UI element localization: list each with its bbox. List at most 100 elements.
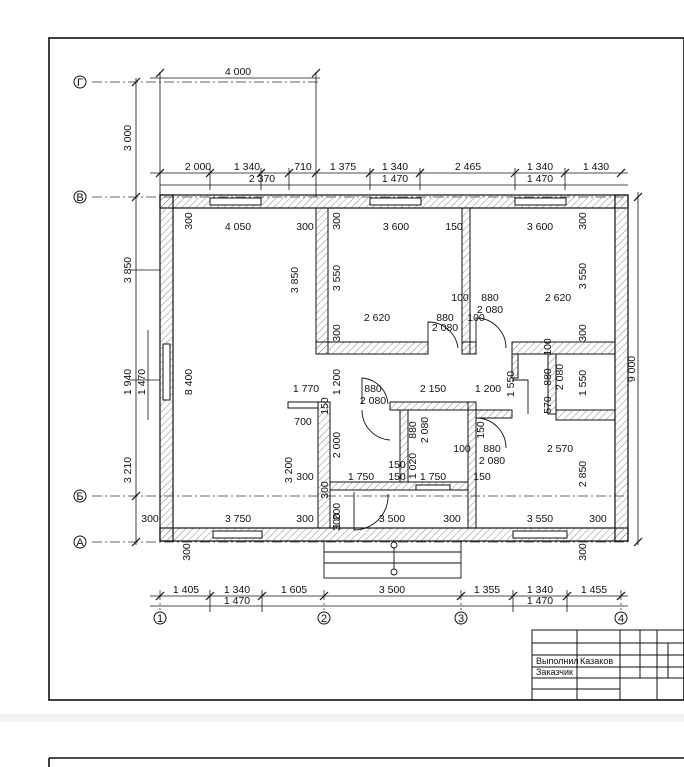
dim-label: 1 470: [527, 595, 553, 607]
dim-label: 9 000: [626, 356, 638, 382]
dim-label: 2 000: [185, 161, 211, 173]
dim-label: 1 470: [136, 369, 148, 395]
axis-label: 4: [618, 613, 624, 625]
dim-label: 300: [331, 212, 343, 230]
axis-label: 1: [157, 613, 163, 625]
dim-label: 880: [407, 421, 419, 439]
dim-label: 1 375: [330, 161, 356, 173]
dim-label: 2 080: [554, 364, 566, 390]
dim-label: 1 405: [173, 584, 199, 596]
dim-label: 100: [451, 292, 469, 304]
dim-label: 3 210: [122, 457, 134, 483]
dim-label: 880: [481, 292, 499, 304]
dim-label: 880: [542, 368, 554, 386]
dim-label: 2 370: [249, 173, 275, 185]
dim-label: 2 150: [420, 383, 446, 395]
axis-label: 2: [321, 613, 327, 625]
dim-label: 150: [388, 459, 406, 471]
drawing-sheet: [0, 0, 684, 714]
dim-label: 300: [296, 221, 314, 233]
axis-label: В: [76, 192, 83, 204]
title-block: [531, 629, 684, 701]
dimension-labels: 4 000 3 000 2 000 1 340 710 2 370 1 375 …: [122, 66, 638, 607]
outer-wall-right: [614, 194, 629, 542]
windows: [162, 197, 568, 539]
dim-label: 1 470: [224, 595, 250, 607]
axis-label: Г: [77, 77, 83, 89]
dim-label: 1 750: [420, 471, 446, 483]
dim-label: 2 080: [477, 304, 503, 316]
dimension-lines: [130, 72, 639, 612]
dim-label: 3 600: [383, 221, 409, 233]
dim-label: 880: [483, 443, 501, 455]
dim-label: 300: [181, 543, 193, 561]
dim-label: 300: [141, 513, 159, 525]
axis-label: А: [76, 537, 84, 549]
dimension-ticks: [131, 68, 643, 601]
dim-label: 2 465: [455, 161, 481, 173]
dim-label: 150: [475, 421, 487, 439]
dim-label: 2 620: [545, 292, 571, 304]
dim-label: 1 200: [331, 369, 343, 395]
dim-label: 1 470: [527, 173, 553, 185]
dim-label: 1 200: [331, 503, 343, 529]
dim-label: 3 550: [331, 265, 343, 291]
dim-label: 300: [577, 212, 589, 230]
dim-label: 1 770: [293, 383, 319, 395]
dim-label: 2 850: [577, 461, 589, 487]
dim-label: 300: [319, 481, 331, 499]
axis-label: Б: [76, 491, 83, 503]
porch-steps: [323, 540, 462, 579]
dim-label: 1 340: [382, 161, 408, 173]
dim-label: 700: [294, 416, 312, 428]
dim-label: 300: [577, 324, 589, 342]
dim-label: 1 470: [382, 173, 408, 185]
dim-label: 300: [443, 513, 461, 525]
dim-label: 1 340: [224, 584, 250, 596]
dim-label: 3 850: [122, 257, 134, 283]
axis-markers: Г В Б А 1 2 3 4: [73, 75, 628, 625]
dim-label: 300: [589, 513, 607, 525]
dim-label: 710: [294, 161, 312, 173]
dim-label: 300: [296, 513, 314, 525]
dim-label: 1 455: [581, 584, 607, 596]
next-sheet: [0, 722, 684, 767]
dim-label: 300: [296, 471, 314, 483]
dim-label: 1 200: [475, 383, 501, 395]
dim-label: 150: [445, 221, 463, 233]
axis-label: 3: [458, 613, 464, 625]
dim-label: 150: [388, 471, 406, 483]
dim-label: 300: [331, 324, 343, 342]
dim-label: 2 080: [432, 322, 458, 334]
dim-label: 2 570: [547, 443, 573, 455]
dim-label: 1 355: [474, 584, 500, 596]
dim-label: 150: [473, 471, 491, 483]
dim-label: 1 340: [527, 161, 553, 173]
dim-label: 300: [183, 212, 195, 230]
dim-label: 3 750: [225, 513, 251, 525]
title-block-customer-label: Заказчик: [536, 667, 573, 677]
dim-label: 880: [436, 312, 454, 324]
title-block-performed-label: Выполнил: [536, 656, 579, 666]
title-block-performed-name: Казаков: [580, 656, 613, 666]
dim-label: 300: [577, 543, 589, 561]
dim-label: 3 850: [289, 267, 301, 293]
dim-label: 3 600: [527, 221, 553, 233]
doors: [353, 317, 529, 531]
dim-label: 2 080: [360, 395, 386, 407]
dim-label: 1 750: [348, 471, 374, 483]
dim-label: 100: [453, 443, 471, 455]
dim-label: 300: [331, 513, 343, 531]
dim-label: 1 940: [122, 369, 134, 395]
dim-label: 1 340: [234, 161, 260, 173]
dim-label: 880: [364, 383, 382, 395]
dim-label: 4 000: [225, 66, 251, 78]
dim-label: 1 020: [407, 453, 419, 479]
dim-label: 3 000: [122, 125, 134, 151]
dim-label: 8 400: [183, 369, 195, 395]
dim-label: 3 500: [379, 584, 405, 596]
dim-label: 4 050: [225, 221, 251, 233]
dim-label: 100: [542, 338, 554, 356]
dim-label: 3 500: [379, 513, 405, 525]
dim-label: 100: [467, 312, 485, 324]
